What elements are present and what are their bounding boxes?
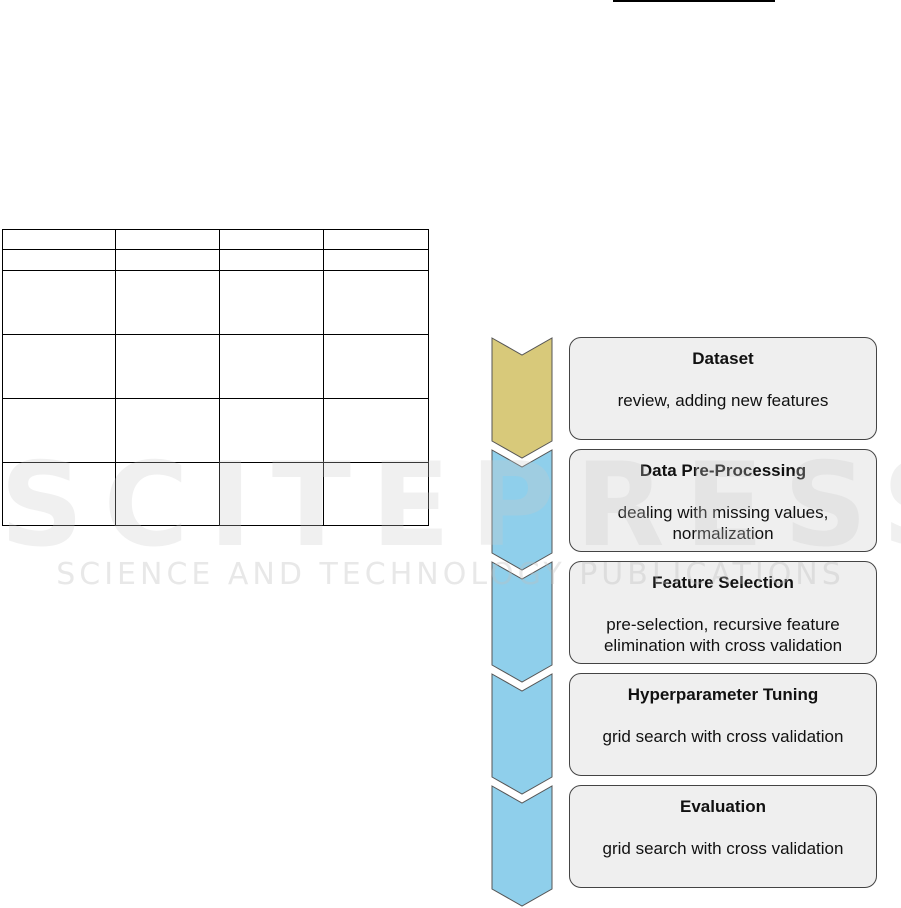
data-table	[2, 229, 429, 526]
step-title: Hyperparameter Tuning	[627, 685, 819, 704]
step-title: Dataset	[692, 349, 754, 368]
step-box-dataset: Dataset review, adding new features	[569, 337, 877, 440]
table-row	[2, 462, 429, 526]
step-description: dealing with missing values, normalizati…	[617, 503, 829, 543]
table-cell	[323, 334, 429, 399]
chevron-arrow-1	[491, 449, 553, 571]
top-rule	[613, 0, 775, 2]
chevron-arrow-4	[491, 785, 553, 907]
table-cell	[219, 462, 324, 526]
table-row	[2, 249, 429, 271]
table-cell	[323, 462, 429, 526]
step-box-hyperparameter-tuning: Hyperparameter Tuning grid search with c…	[569, 673, 877, 776]
table-cell	[323, 270, 429, 335]
step-box-feature-selection: Feature Selection pre-selection, recursi…	[569, 561, 877, 664]
step-description: review, adding new features	[617, 391, 829, 410]
table-cell	[219, 334, 324, 399]
table-cell	[2, 334, 116, 399]
step-title: Feature Selection	[652, 573, 794, 592]
table-cell	[323, 398, 429, 463]
step-box-evaluation: Evaluation grid search with cross valida…	[569, 785, 877, 888]
table-cell	[2, 270, 116, 335]
step-description: grid search with cross validation	[602, 839, 844, 858]
table-row	[2, 398, 429, 463]
step-box-data-pre-processing: Data Pre-Processing dealing with missing…	[569, 449, 877, 552]
chevron-arrow-2	[491, 561, 553, 683]
table-cell	[115, 462, 220, 526]
step-title: Evaluation	[680, 797, 766, 816]
step-description: grid search with cross validation	[602, 727, 844, 746]
chevron-arrow-3	[491, 673, 553, 795]
table-cell	[115, 270, 220, 335]
chevron-arrow-0	[491, 337, 553, 459]
step-description: pre-selection, recursive feature elimina…	[603, 615, 843, 655]
table-row	[2, 270, 429, 335]
step-title: Data Pre-Processing	[639, 461, 807, 480]
